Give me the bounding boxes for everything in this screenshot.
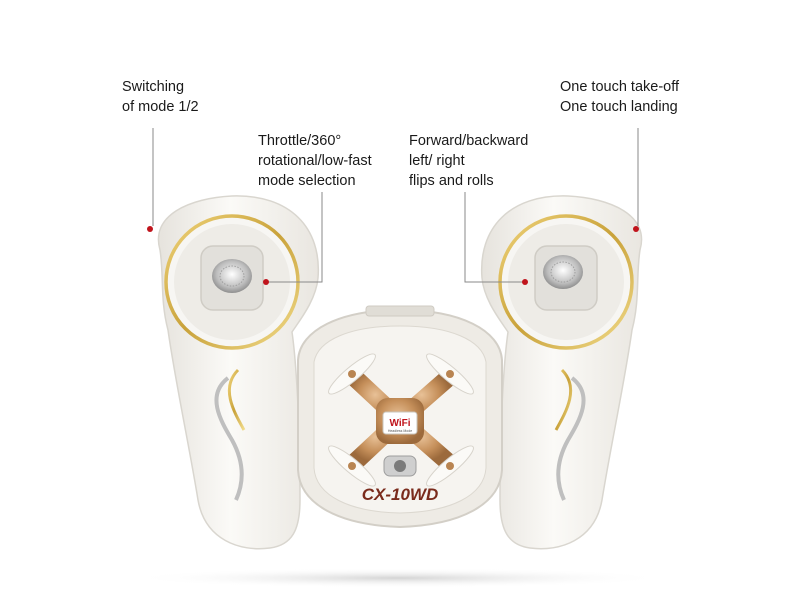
callout-mode-line-1: Switching (122, 79, 185, 95)
callout-throttle-line-2: rotational/low-fast (258, 153, 372, 169)
callout-flips: Forward/backward left/ right flips and r… (409, 131, 528, 191)
callout-flips-line-2: left/ right (409, 153, 465, 169)
right-grip-gold-swoosh (554, 368, 573, 431)
model-logo: CX-10WD (362, 485, 439, 504)
floor-shadow (128, 568, 668, 588)
left-grip-silver-swoosh (214, 376, 244, 501)
callout-mode-switch: Switching of mode 1/2 (122, 77, 199, 117)
callout-flips-line-1: Forward/backward (409, 133, 529, 149)
callout-throttle-line-3: mode selection (258, 173, 356, 189)
right-grip-silver-swoosh (556, 376, 586, 501)
leader-flips (464, 192, 523, 283)
right-stick-assembly (498, 214, 634, 350)
leader-throttle (267, 192, 323, 283)
mode-switch-button[interactable] (147, 226, 153, 232)
left-stick[interactable] (212, 259, 252, 293)
wifi-badge-text: WiFi (389, 418, 410, 429)
callout-dot-throttle (263, 279, 269, 285)
callout-lines (152, 128, 639, 283)
takeoff-landing-button[interactable] (633, 226, 639, 232)
drone: WiFi Headless Mode (328, 353, 474, 487)
wifi-badge-subtext: Headless Mode (388, 429, 412, 433)
callout-takeoff-line-1: One touch take-off (560, 79, 680, 95)
callout-takeoff-line-2: One touch landing (560, 99, 678, 115)
callout-throttle-line-1: Throttle/360° (258, 133, 342, 149)
callout-mode-line-2: of mode 1/2 (122, 99, 199, 115)
wifi-badge (382, 411, 418, 435)
right-stick[interactable] (543, 255, 583, 289)
left-stick-assembly (164, 214, 300, 350)
callout-dot-flips (522, 279, 528, 285)
callout-throttle: Throttle/360° rotational/low-fast mode s… (258, 131, 372, 191)
left-grip-gold-swoosh (227, 368, 246, 431)
bay-clip (365, 305, 435, 317)
callout-flips-line-3: flips and rolls (409, 173, 494, 189)
callout-takeoff-landing: One touch take-off One touch landing (560, 77, 679, 117)
